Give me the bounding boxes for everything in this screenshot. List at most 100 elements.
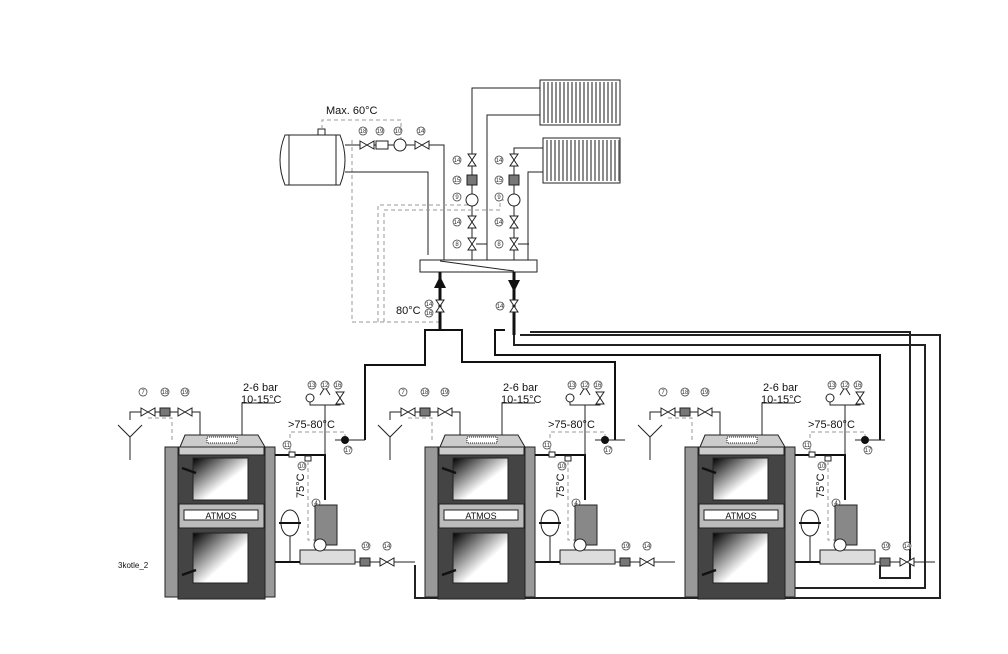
- component-number-label: 14: [454, 158, 461, 164]
- component-number-label: 16: [426, 311, 433, 317]
- water-temp-label: 10-15°C: [501, 394, 542, 406]
- water-temp-label: 10-15°C: [241, 394, 282, 406]
- supply-valve-icon: [435, 299, 445, 313]
- pressure-label: 2-6 bar: [763, 382, 798, 394]
- component-number-label: 11: [804, 443, 811, 449]
- filter-icon: [879, 557, 891, 567]
- component-number-label: 4: [834, 501, 838, 507]
- supply-arrow-icon: [434, 276, 446, 288]
- component-number: 17: [603, 445, 613, 455]
- component-number-label: 14: [496, 220, 503, 226]
- loading-unit-icon: [819, 549, 876, 565]
- component-number: 12: [580, 380, 590, 390]
- component-number: 16: [593, 380, 603, 390]
- component-number-label: 14: [904, 544, 911, 550]
- radiator-1: [539, 79, 621, 126]
- tank-max-temp-label: Max. 60°C: [326, 105, 378, 117]
- component-number: 14: [452, 217, 462, 227]
- component-number: 18: [680, 387, 690, 397]
- filter-icon: [159, 407, 171, 417]
- component-number: 19: [621, 541, 631, 551]
- component-number-label: 4: [314, 501, 318, 507]
- component-number-label: 10: [819, 464, 826, 470]
- filter-icon: [508, 174, 520, 186]
- loading-unit-icon: [559, 549, 616, 565]
- return-valve-icon: [639, 557, 655, 567]
- drain-valve-icon: [140, 407, 156, 417]
- circulation-pump-icon: [341, 436, 349, 444]
- component-number-label: 16: [855, 383, 862, 389]
- component-number: 13: [827, 380, 837, 390]
- component-number-label: 14: [497, 304, 504, 310]
- temp-range-label: >75-80°C: [808, 419, 855, 431]
- component-number: 14: [495, 301, 505, 311]
- safety-valve-icon: [595, 391, 605, 405]
- component-number: 10: [393, 126, 403, 136]
- component-number: 14: [382, 541, 392, 551]
- component-number-label: 13: [829, 383, 836, 389]
- component-number-label: 13: [569, 383, 576, 389]
- component-number-label: 12: [582, 383, 589, 389]
- component-number-label: 16: [335, 383, 342, 389]
- component-number-label: 14: [644, 544, 651, 550]
- component-number-label: 14: [384, 544, 391, 550]
- component-number: 11: [542, 440, 552, 450]
- filter-icon: [679, 407, 691, 417]
- component-number-label: 19: [442, 390, 449, 396]
- pressure-label: 2-6 bar: [243, 382, 278, 394]
- component-number: 19: [361, 541, 371, 551]
- circuit-valve-icon: [467, 215, 477, 229]
- component-number: 16: [333, 380, 343, 390]
- temp-sensor-icon: [304, 455, 312, 462]
- return-valve-icon: [509, 299, 519, 313]
- component-number-label: 19: [623, 544, 630, 550]
- circuit-pump-icon: [507, 193, 521, 207]
- component-number: 14: [452, 155, 462, 165]
- component-number: 7: [398, 387, 408, 397]
- component-number-label: 13: [309, 383, 316, 389]
- boiler-brand-label: ATMOS: [205, 511, 236, 521]
- drain-valve-icon: [660, 407, 676, 417]
- radiator-2: [542, 137, 621, 184]
- component-number-label: 18: [682, 390, 689, 396]
- component-number: 12: [320, 380, 330, 390]
- component-number-label: 19: [182, 390, 189, 396]
- component-number-label: 19: [702, 390, 709, 396]
- temp-range-label: >75-80°C: [548, 419, 595, 431]
- component-number: 13: [567, 380, 577, 390]
- component-number-label: 15: [454, 178, 461, 184]
- circuit-valve-icon: [509, 153, 519, 167]
- component-number-label: 7: [661, 390, 665, 396]
- component-number-label: 12: [842, 383, 849, 389]
- component-number: 14: [642, 541, 652, 551]
- component-number-label: 14: [454, 220, 461, 226]
- component-number-label: 17: [865, 448, 872, 454]
- component-number: 13: [307, 380, 317, 390]
- component-number-label: 14: [418, 129, 425, 135]
- component-number-label: 11: [544, 443, 551, 449]
- component-number-label: 18: [360, 129, 367, 135]
- boiler-brand-label: ATMOS: [465, 511, 496, 521]
- boiler-upper-door: [712, 457, 769, 501]
- return-valve-icon: [899, 557, 915, 567]
- component-number-label: 14: [496, 158, 503, 164]
- safety-valve-icon: [335, 391, 345, 405]
- temp-sensor-icon: [824, 455, 832, 462]
- circulation-pump-icon: [861, 436, 869, 444]
- component-number: 9: [494, 192, 504, 202]
- boiler-lower-door: [712, 532, 769, 584]
- temp-range-label: >75-80°C: [288, 419, 335, 431]
- component-number: 14: [416, 126, 426, 136]
- temp-sensor-icon: [564, 455, 572, 462]
- component-number-label: 17: [605, 448, 612, 454]
- tank-circuit-valve-icon: [359, 140, 375, 150]
- component-number: 15: [452, 175, 462, 185]
- component-number: 19: [375, 126, 385, 136]
- diagram-id-label: 3kotle_2: [118, 561, 149, 570]
- component-number: 14: [424, 299, 434, 309]
- fill-valve-icon: [437, 407, 453, 417]
- filter-icon: [419, 407, 431, 417]
- circuit-valve-icon: [509, 215, 519, 229]
